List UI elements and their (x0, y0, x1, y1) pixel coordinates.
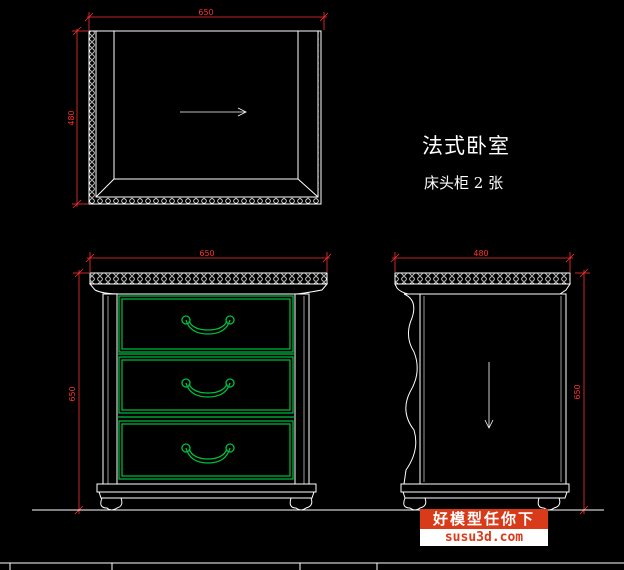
front-view (88, 272, 329, 511)
drawer-top (118, 295, 294, 353)
title-block-lines (0, 562, 624, 570)
drawing-subtitle: 床头柜 2 张 (424, 174, 504, 192)
side-curved-leg (403, 293, 421, 485)
drawer-pull-top (181, 315, 235, 335)
top-view-panel (113, 30, 299, 180)
drawer-bottom (118, 420, 294, 480)
front-drawers (117, 295, 295, 480)
top-depth-label: 480 (67, 110, 76, 125)
side-height-label: 650 (573, 384, 582, 399)
front-width-label: 650 (199, 249, 214, 258)
side-top-slab (394, 272, 571, 285)
top-view-frame (95, 30, 319, 198)
watermark-url: susu3d.com (420, 529, 548, 546)
front-right-post (294, 293, 310, 487)
front-right-foot (289, 497, 313, 511)
drawer-pull-bottom (181, 443, 235, 464)
drawing-title: 法式卧室 (422, 134, 510, 158)
front-height-label: 650 (68, 386, 77, 401)
drawer-middle (118, 356, 294, 414)
side-depth-label: 480 (473, 249, 488, 258)
top-view (88, 30, 322, 205)
watermark-slogan: 好模型任你下 (420, 509, 548, 529)
front-plinth (96, 483, 317, 493)
front-view-dimensions (73, 252, 332, 515)
side-panel (419, 293, 567, 485)
front-left-post (102, 293, 118, 487)
drawer-pulls (181, 315, 235, 464)
top-view-dimensions (72, 12, 329, 209)
front-top-slab (89, 272, 328, 285)
top-width-label: 650 (198, 8, 213, 17)
drawer-pull-middle (181, 378, 235, 398)
front-left-foot (100, 497, 123, 511)
side-view (394, 272, 571, 511)
